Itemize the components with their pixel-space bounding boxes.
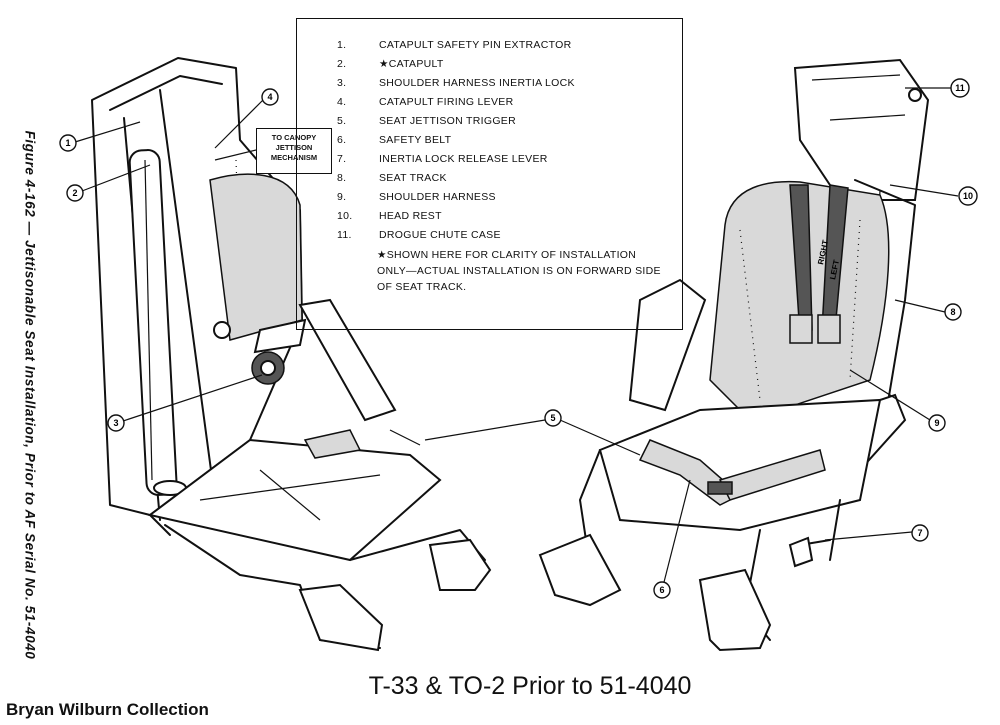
svg-text:1: 1 bbox=[65, 138, 70, 148]
collection-credit: Bryan Wilburn Collection bbox=[6, 700, 209, 719]
legend-item: 4.CATAPULT FIRING LEVER bbox=[337, 96, 514, 108]
callout-line-3: MECHANISM bbox=[270, 153, 318, 162]
marker-7: 7 bbox=[911, 524, 929, 542]
marker-2: 2 bbox=[66, 184, 84, 202]
legend-item: 3.SHOULDER HARNESS INERTIA LOCK bbox=[337, 77, 575, 89]
marker-11: 11 bbox=[950, 78, 970, 98]
svg-text:9: 9 bbox=[934, 418, 939, 428]
marker-3: 3 bbox=[107, 414, 125, 432]
legend-item: 9.SHOULDER HARNESS bbox=[337, 191, 496, 203]
legend-item: 10.HEAD REST bbox=[337, 210, 442, 222]
svg-text:8: 8 bbox=[950, 307, 955, 317]
svg-text:11: 11 bbox=[955, 83, 965, 93]
legend-item: 7.INERTIA LOCK RELEASE LEVER bbox=[337, 153, 548, 165]
legend-item: 2.★CATAPULT bbox=[337, 58, 444, 70]
svg-text:2: 2 bbox=[72, 188, 77, 198]
svg-text:6: 6 bbox=[659, 585, 664, 595]
legend-item: 11.DROGUE CHUTE CASE bbox=[337, 229, 501, 241]
canopy-jettison-callout: TO CANOPY JETTISON MECHANISM bbox=[256, 128, 332, 174]
svg-text:10: 10 bbox=[963, 191, 973, 201]
marker-1: 1 bbox=[59, 134, 77, 152]
legend-item: 1.CATAPULT SAFETY PIN EXTRACTOR bbox=[337, 39, 572, 51]
svg-text:7: 7 bbox=[917, 528, 922, 538]
left-seat bbox=[91, 57, 492, 652]
marker-10: 10 bbox=[958, 186, 978, 206]
svg-text:3: 3 bbox=[113, 418, 118, 428]
strap-label-left: LEFT bbox=[828, 259, 841, 281]
legend-item: 8.SEAT TRACK bbox=[337, 172, 447, 184]
marker-4: 4 bbox=[261, 88, 279, 106]
legend-note: ★SHOWN HERE FOR CLARITY OF INSTALLATION … bbox=[377, 249, 661, 293]
main-title: T-33 & TO-2 Prior to 51-4040 bbox=[368, 672, 692, 700]
marker-8: 8 bbox=[944, 303, 962, 321]
callout-line-1: TO CANOPY bbox=[271, 133, 317, 142]
svg-text:4: 4 bbox=[267, 92, 272, 102]
callout-line-2: JETTISON bbox=[275, 143, 313, 152]
svg-text:5: 5 bbox=[550, 413, 555, 423]
marker-5: 5 bbox=[544, 409, 562, 427]
legend-item: 6.SAFETY BELT bbox=[337, 134, 452, 146]
marker-9: 9 bbox=[928, 414, 946, 432]
leader-lines bbox=[74, 87, 959, 591]
legend-item: 5.SEAT JETTISON TRIGGER bbox=[337, 115, 516, 127]
parts-legend: 1.CATAPULT SAFETY PIN EXTRACTOR 2.★CATAP… bbox=[296, 18, 683, 330]
right-seat: RIGHT LEFT bbox=[538, 58, 930, 652]
marker-6: 6 bbox=[653, 581, 671, 599]
